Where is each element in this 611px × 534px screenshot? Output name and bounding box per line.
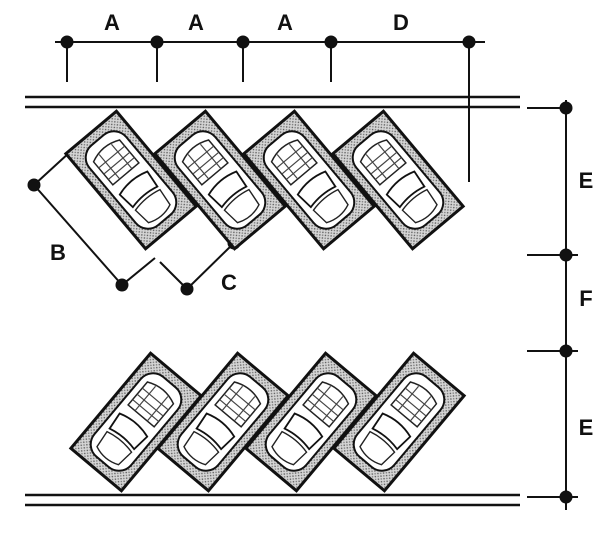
- label-e-top: E: [579, 168, 594, 193]
- label-c: C: [221, 270, 237, 295]
- bottom-curb: [25, 493, 520, 507]
- label-b: B: [50, 240, 66, 265]
- top-dimension-line: [55, 35, 485, 182]
- label-a-3: A: [277, 10, 293, 35]
- label-e-bottom: E: [579, 415, 594, 440]
- bottom-parking-row: [69, 351, 466, 493]
- label-a-1: A: [104, 10, 120, 35]
- dimension-b: [27, 151, 156, 292]
- label-f: F: [579, 286, 592, 311]
- top-curb: [25, 95, 520, 109]
- label-a-2: A: [188, 10, 204, 35]
- label-d: D: [393, 10, 409, 35]
- top-parking-row: [64, 109, 465, 251]
- right-dimension-line: [527, 100, 578, 510]
